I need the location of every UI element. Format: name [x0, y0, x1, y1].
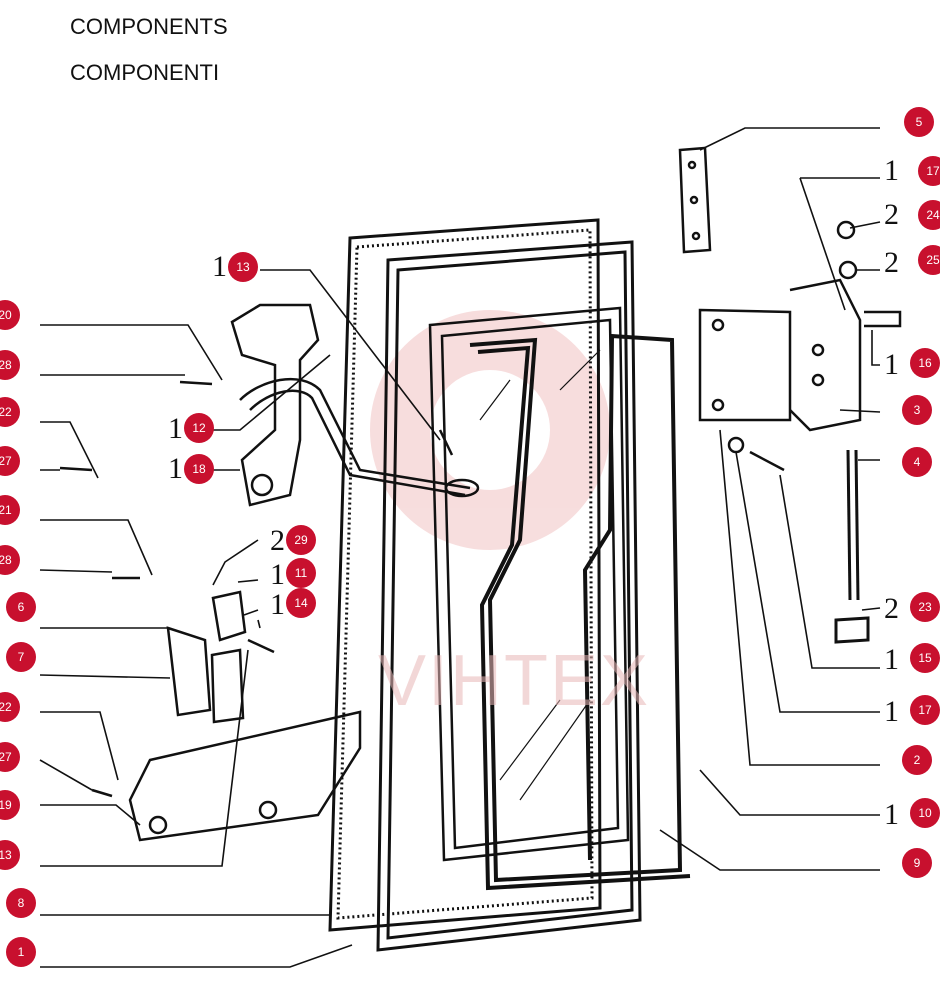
door-frame	[328, 218, 642, 952]
callout-15[interactable]: 15	[910, 643, 940, 673]
callout-13[interactable]: 13	[228, 252, 258, 282]
callout-14-prefix: 1	[270, 588, 285, 621]
callout-4[interactable]: 4	[902, 447, 932, 477]
callout-22-bottom[interactable]: 22	[0, 692, 20, 722]
latch-plates	[166, 590, 247, 724]
callout-5[interactable]: 5	[904, 107, 934, 137]
title-components: COMPONENTS	[70, 14, 228, 39]
callout-17-prefix: 1	[884, 154, 899, 187]
callout-10-prefix: 1	[884, 798, 899, 831]
callout-20[interactable]: 20	[0, 300, 20, 330]
window-seal	[469, 333, 691, 891]
callout-18-prefix: 1	[168, 452, 183, 485]
callout-27-top[interactable]: 27	[0, 446, 20, 476]
callout-21[interactable]: 21	[0, 495, 20, 525]
bolts	[59, 220, 902, 798]
callout-24-prefix: 2	[884, 198, 899, 231]
callout-29-prefix: 2	[270, 524, 285, 557]
glass-glints	[479, 349, 601, 801]
watermark-text: VIHTEX	[378, 641, 651, 721]
hinge-assembly	[698, 278, 862, 432]
callout-17b-prefix: 1	[884, 695, 899, 728]
lock-housing	[230, 303, 320, 507]
callout-10[interactable]: 10	[910, 798, 940, 828]
callout-15-prefix: 1	[884, 643, 899, 676]
leader-lines	[39, 127, 881, 968]
lower-bracket	[128, 710, 362, 842]
callout-25-prefix: 2	[884, 246, 899, 279]
callout-11-prefix: 1	[270, 558, 285, 591]
callout-11[interactable]: 11	[286, 558, 316, 588]
callout-13-left[interactable]: 13	[0, 840, 20, 870]
callout-1[interactable]: 1	[6, 937, 36, 967]
callout-8[interactable]: 8	[6, 888, 36, 918]
callout-22-top[interactable]: 22	[0, 397, 20, 427]
hinge-pin	[834, 449, 870, 644]
callout-14[interactable]: 14	[286, 588, 316, 618]
glass-pane	[428, 306, 630, 862]
callout-23[interactable]: 23	[910, 592, 940, 622]
callout-13-prefix: 1	[212, 250, 227, 283]
callout-18[interactable]: 18	[184, 454, 214, 484]
watermark-gear-icon	[370, 310, 610, 550]
callout-12[interactable]: 12	[184, 413, 214, 443]
callout-27-bottom[interactable]: 27	[0, 742, 20, 772]
handle-arm	[239, 377, 480, 498]
callout-3[interactable]: 3	[902, 395, 932, 425]
callout-24[interactable]: 24	[918, 200, 940, 230]
callout-2[interactable]: 2	[902, 745, 932, 775]
door-strip	[678, 146, 712, 254]
callout-19[interactable]: 19	[0, 790, 20, 820]
title-componenti: COMPONENTI	[70, 60, 220, 85]
callout-23-prefix: 2	[884, 592, 899, 625]
callout-16-prefix: 1	[884, 348, 899, 381]
callout-28-bottom[interactable]: 28	[0, 545, 20, 575]
callout-29[interactable]: 29	[286, 525, 316, 555]
callout-17-top[interactable]: 17	[918, 156, 940, 186]
callout-25[interactable]: 25	[918, 245, 940, 275]
callout-17-bottom[interactable]: 17	[910, 695, 940, 725]
callout-6[interactable]: 6	[6, 592, 36, 622]
callout-28-top[interactable]: 28	[0, 350, 20, 380]
callout-16[interactable]: 16	[910, 348, 940, 378]
callout-9[interactable]: 9	[902, 848, 932, 878]
callout-7[interactable]: 7	[6, 642, 36, 672]
callout-12-prefix: 1	[168, 412, 183, 445]
